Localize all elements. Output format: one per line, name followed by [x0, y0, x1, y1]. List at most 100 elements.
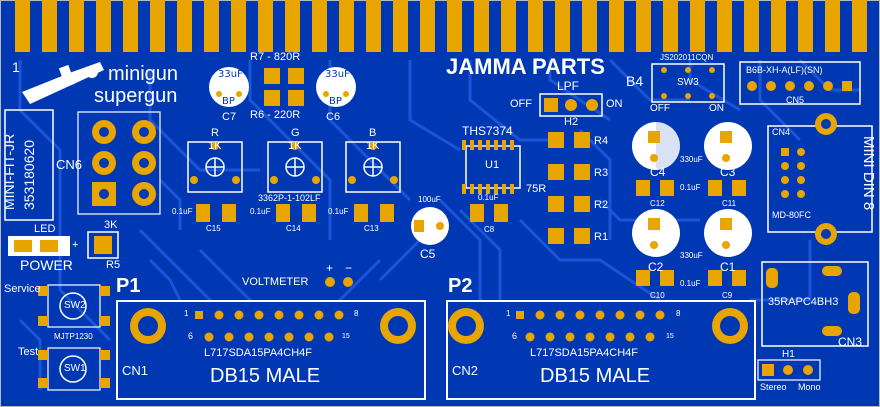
cn4-label: CN4: [772, 127, 791, 137]
db15-1-pin15: 15: [342, 333, 350, 340]
minigun-logo-icon: [22, 62, 104, 104]
r5-label: R5: [106, 259, 121, 271]
sw3-off-label: OFF: [650, 103, 670, 114]
mjtp-label: MJTP1230: [54, 332, 93, 341]
c5-value: 100uF: [418, 195, 441, 204]
brand-minigun: minigun: [108, 63, 179, 85]
b4-label: B4: [626, 73, 644, 89]
h2-jumper: [539, 93, 603, 117]
test-label: Test: [18, 346, 39, 358]
pot-g-value: 1K: [288, 140, 302, 152]
md80-label: MD-80FC: [772, 210, 812, 220]
r5-resistor: [87, 231, 119, 259]
r3-label: R3: [594, 167, 609, 179]
pot-r: [187, 141, 243, 193]
cn5-label: CN5: [786, 95, 805, 105]
db15-1-male: DB15 MALE: [210, 365, 321, 387]
pot-b: [345, 141, 401, 193]
c4-value: 330uF: [680, 155, 703, 164]
c8-pads: [470, 204, 508, 222]
db15-1-pin8: 8: [354, 309, 359, 318]
cn5-connector: [739, 61, 861, 105]
db15-1-pin6: 6: [188, 331, 194, 341]
led-plus: +: [72, 239, 79, 251]
c1-capacitor: [704, 209, 752, 257]
pot-g-label: G: [291, 127, 300, 139]
p2-label: P2: [448, 275, 473, 297]
c9-label: C9: [722, 291, 733, 300]
c4-capacitor: [632, 122, 680, 170]
c13-value: 0.1uF: [328, 207, 349, 216]
db15-2-pin15: 15: [666, 333, 674, 340]
sw1-label: SW1: [64, 363, 86, 374]
cn6-label: CN6: [56, 157, 83, 172]
pot-b-value: 1K: [366, 140, 380, 152]
service-label: Service: [4, 283, 41, 295]
lpf-on-label: ON: [606, 98, 623, 110]
c7-value: 33uF: [218, 69, 243, 80]
c11-label: C11: [722, 199, 737, 208]
c12-value: 0.1uF: [680, 183, 701, 192]
pot-part-label: 3362P-1-102LF: [258, 193, 321, 203]
smd-caps-right: [636, 180, 746, 286]
db15-1-pin1: 1: [184, 309, 189, 318]
minifit-outline: [4, 109, 54, 221]
pot-g: [267, 141, 323, 193]
db15-2-pin6: 6: [512, 331, 518, 341]
minifit-label-2: 353180620: [21, 139, 37, 210]
board-title: JAMMA PARTS: [446, 54, 605, 79]
cn1-label: CN1: [122, 363, 149, 378]
led-label: LED: [34, 223, 56, 235]
r6-label: R6 - 220R: [250, 109, 301, 121]
db15-connector-1: [116, 300, 426, 400]
c6-value: 33uF: [325, 69, 350, 80]
edge-pin-1-label: 1: [12, 59, 20, 75]
lpf-off-label: OFF: [510, 98, 532, 110]
u1-label: U1: [485, 159, 500, 171]
sw3-switch: [651, 63, 725, 103]
db15-2-part: L717SDA15PA4CH4F: [530, 347, 639, 359]
lpf-label: LPF: [557, 79, 580, 93]
voltmeter-label: VOLTMETER: [242, 276, 309, 288]
c6-capacitor: [316, 67, 356, 107]
smd-caps-left: [196, 204, 394, 222]
pot-b-label: B: [369, 127, 377, 139]
sw3-label: SW3: [677, 77, 699, 88]
stereo-label: Stereo: [760, 382, 787, 392]
r7-r6-pads: [264, 68, 304, 106]
c10-label: C10: [650, 291, 665, 300]
edge-connector: [15, 0, 867, 52]
r4-label: R4: [594, 135, 609, 147]
h1-label: H1: [782, 349, 795, 360]
c6-bp: BP: [329, 96, 342, 107]
c15-label: C15: [206, 224, 221, 233]
p1-label: P1: [116, 275, 141, 297]
cn6-connector: [77, 111, 161, 215]
sw1-switch: [38, 347, 110, 391]
r7-label: R7 - 820R: [250, 51, 301, 63]
c5-label: C5: [420, 247, 436, 261]
c12-label: C12: [650, 199, 665, 208]
sw2-label: SW2: [64, 300, 86, 311]
c7-bp: BP: [222, 96, 235, 107]
h2-label: H2: [564, 116, 579, 128]
cn2-label: CN2: [452, 363, 479, 378]
led-component: [8, 236, 70, 256]
mono-label: Mono: [798, 382, 821, 392]
c3-capacitor: [704, 122, 752, 170]
db15-2-pin1: 1: [506, 309, 511, 318]
c4-label: C4: [650, 165, 666, 179]
power-label: POWER: [20, 257, 73, 273]
c1-label: C1: [720, 260, 736, 274]
minifit-label-1: MINI-FIT-JR: [1, 133, 17, 210]
voltmeter-pads: [325, 277, 353, 287]
db15-2-pin8: 8: [676, 309, 681, 318]
mini-din-label: MINI DIN 8: [860, 136, 877, 211]
c5-capacitor: [411, 207, 449, 245]
sw3-on-label: ON: [709, 103, 724, 114]
mini-din-connector: [767, 113, 873, 245]
c2-value: 330uF: [680, 251, 703, 260]
c14-value: 0.1uF: [250, 207, 271, 216]
r-array-pads: [548, 132, 590, 244]
r2-label: R2: [594, 199, 609, 211]
